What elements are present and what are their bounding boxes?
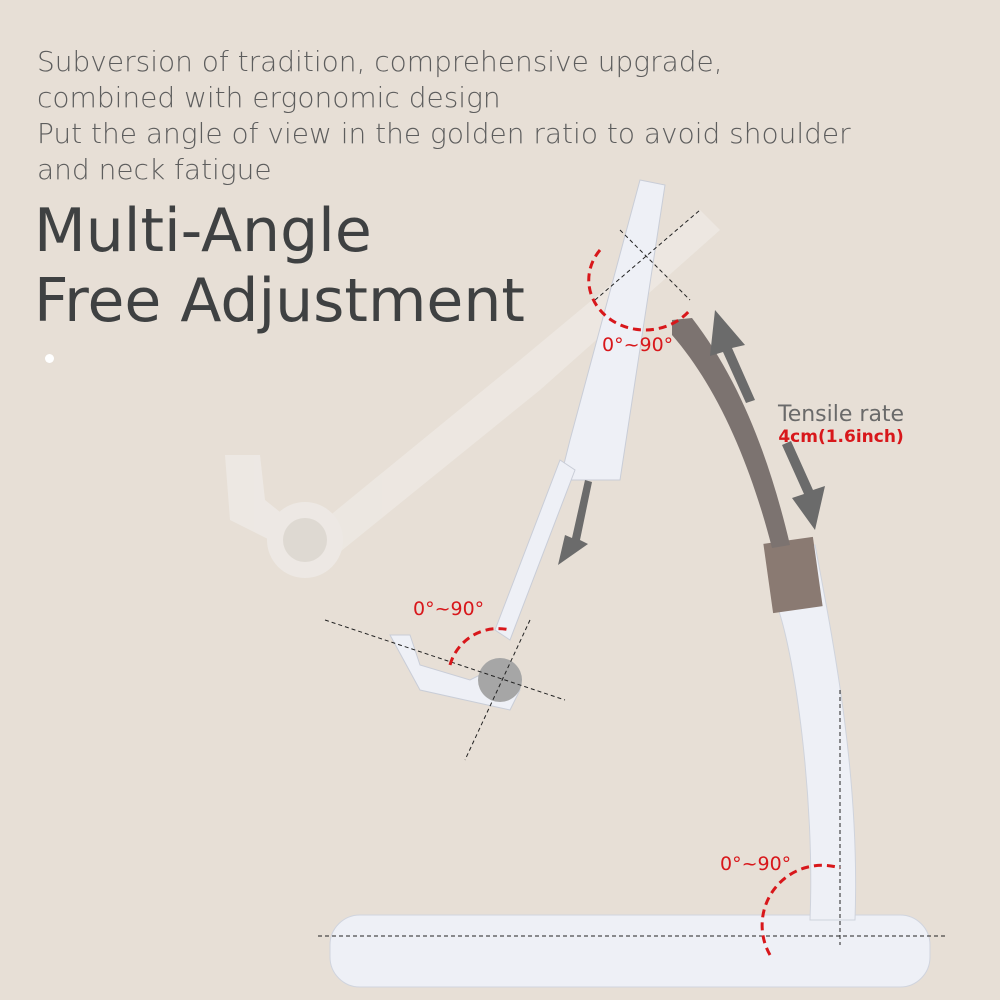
telescopic-rod (672, 318, 790, 548)
stand-base (329, 914, 931, 988)
decorative-dot (45, 354, 54, 363)
support-arm (494, 459, 576, 641)
direction-arrows (558, 310, 825, 565)
rotation-arcs (448, 249, 841, 956)
hinge-knob (478, 658, 522, 702)
headline: Multi-Angle Free Adjustment (34, 196, 525, 336)
intro-line: Put the angle of view in the golden rati… (37, 117, 851, 150)
headline-line: Free Adjustment (34, 266, 525, 336)
guide-lines (318, 209, 945, 945)
intro-line: and neck fatigue (37, 153, 272, 186)
phone-support (559, 179, 666, 481)
intro-line: combined with ergonomic design (37, 81, 501, 114)
headline-line: Multi-Angle (34, 196, 372, 266)
angle-label-top: 0°~90° (602, 334, 674, 356)
tensile-value: 4cm(1.6inch) (778, 427, 904, 447)
angle-label-base: 0°~90° (720, 853, 792, 875)
intro-line: Subversion of tradition, comprehensive u… (37, 45, 723, 78)
metal-collar (763, 536, 823, 614)
intro-text: Subversion of tradition, comprehensive u… (37, 44, 851, 188)
angle-label-holder: 0°~90° (413, 598, 485, 620)
lower-pole (774, 544, 857, 921)
tensile-label: Tensile rate (778, 402, 905, 427)
tensile-callout: Tensile rate 4cm(1.6inch) (778, 402, 904, 447)
